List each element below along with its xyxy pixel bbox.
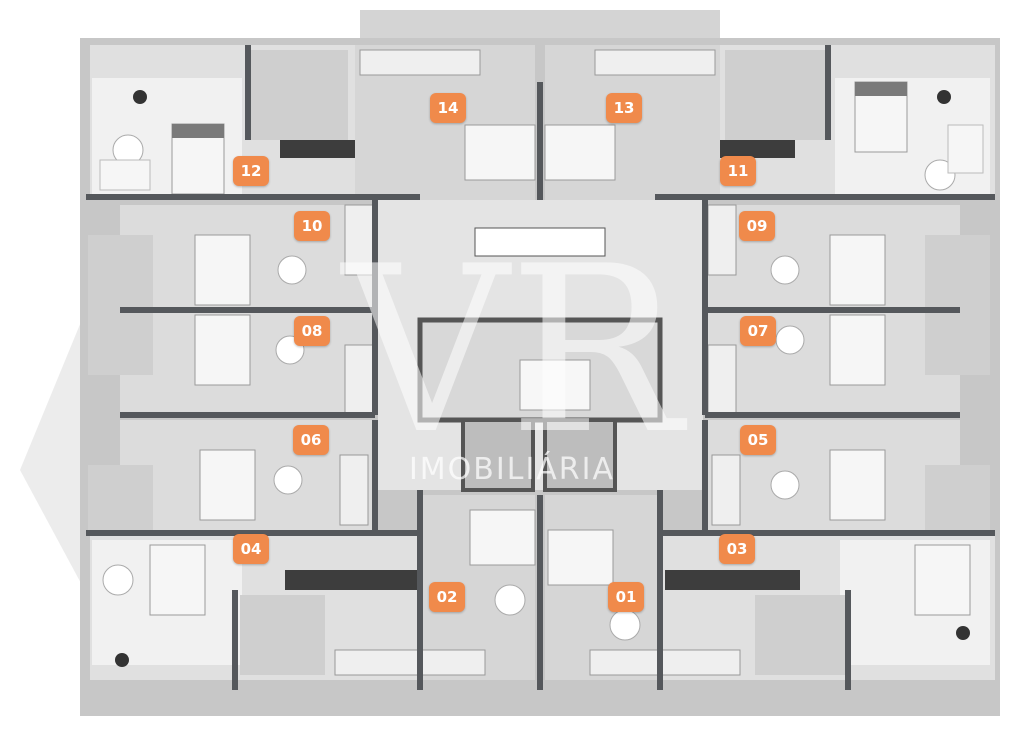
bathroom <box>925 465 990 535</box>
dining-table <box>770 470 800 500</box>
bathroom <box>88 465 153 535</box>
bed <box>829 449 886 521</box>
bed <box>199 449 256 521</box>
dining-table <box>775 325 805 355</box>
bed <box>149 544 206 616</box>
kitchen-counter <box>285 570 420 590</box>
unit-badge-07[interactable]: 07 <box>740 316 776 346</box>
column <box>133 90 147 104</box>
watermark-monogram: VR <box>339 218 687 485</box>
kitchen-counter <box>711 454 741 526</box>
bed <box>194 314 251 386</box>
sofa <box>99 159 151 191</box>
unit-badge-01[interactable]: 01 <box>608 582 644 612</box>
kitchen-counter <box>344 204 374 276</box>
kitchen-counter <box>707 204 737 276</box>
unit-badge-06[interactable]: 06 <box>293 425 329 455</box>
bathroom <box>725 50 825 140</box>
site-ground <box>20 300 90 600</box>
sofa <box>947 124 984 174</box>
bed <box>464 124 536 181</box>
elevator-shaft <box>461 418 535 492</box>
unit-badge-10[interactable]: 10 <box>294 211 330 241</box>
light-well <box>474 227 606 257</box>
walls <box>86 45 995 690</box>
unit-badge-08[interactable]: 08 <box>294 316 330 346</box>
unit-badge-11[interactable]: 11 <box>720 156 756 186</box>
bed <box>544 124 616 181</box>
bed <box>829 314 886 386</box>
unit-badge-05[interactable]: 05 <box>740 425 776 455</box>
unit-badge-09[interactable]: 09 <box>739 211 775 241</box>
bed-pillows <box>172 124 224 138</box>
elevator-shaft <box>543 418 617 492</box>
dining-table <box>609 609 641 641</box>
kitchen-counter <box>665 570 800 590</box>
dining-table <box>102 564 134 596</box>
unit-badge-14[interactable]: 14 <box>430 93 466 123</box>
unit-badge-02[interactable]: 02 <box>429 582 465 612</box>
bed <box>914 544 971 616</box>
dining-table <box>277 255 307 285</box>
dining-table <box>770 255 800 285</box>
kitchen-counter <box>359 49 481 76</box>
bathroom <box>240 595 325 675</box>
kitchen-counter <box>339 454 369 526</box>
unit-badge-12[interactable]: 12 <box>233 156 269 186</box>
bathroom <box>755 595 845 675</box>
kitchen-counter <box>707 344 737 416</box>
bed-pillows <box>855 82 907 96</box>
unit-badge-04[interactable]: 04 <box>233 534 269 564</box>
bathroom <box>925 235 990 375</box>
dining-table <box>494 584 526 616</box>
column <box>956 626 970 640</box>
bathroom <box>248 50 348 140</box>
bed <box>469 509 536 566</box>
staircase <box>519 359 591 411</box>
bathroom <box>88 235 153 375</box>
kitchen-counter <box>589 649 741 676</box>
bed <box>547 529 614 586</box>
unit-badge-13[interactable]: 13 <box>606 93 642 123</box>
dining-table <box>273 465 303 495</box>
column <box>937 90 951 104</box>
bed <box>829 234 886 306</box>
kitchen-counter <box>334 649 486 676</box>
unit-badge-03[interactable]: 03 <box>719 534 755 564</box>
column <box>115 653 129 667</box>
bed <box>194 234 251 306</box>
kitchen-counter <box>594 49 716 76</box>
